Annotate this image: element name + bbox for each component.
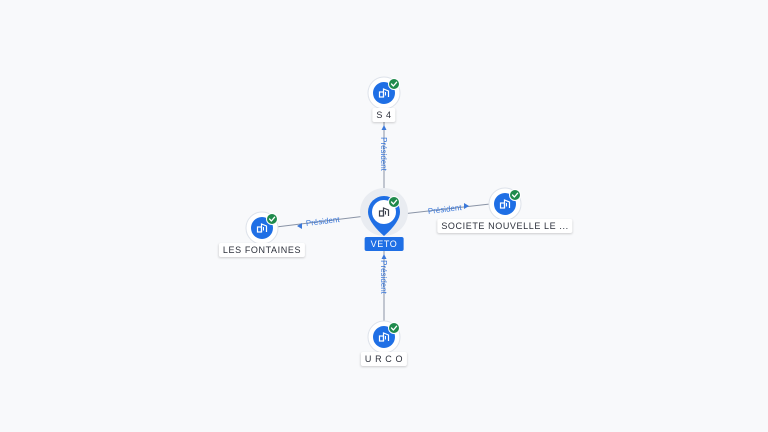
node-label-center: VETO [364, 237, 404, 251]
verified-check-icon [508, 188, 522, 202]
node-s4[interactable] [367, 76, 401, 110]
edge-les-fontaines [275, 215, 367, 228]
node-urco[interactable] [367, 320, 401, 354]
verified-check-icon [387, 195, 401, 209]
arrow-les-fontaines [297, 223, 302, 229]
node-societe-nouvelle[interactable] [488, 187, 522, 221]
edge-label-s4: Président [379, 137, 388, 172]
edge-label-urco: Président [379, 260, 388, 295]
edge-label-societe-nouvelle: Président [427, 203, 462, 216]
node-label-les-fontaines: LES FONTAINES [218, 243, 306, 257]
edge-societe-nouvelle [401, 203, 491, 215]
arrow-s4 [381, 125, 387, 130]
verified-check-icon [265, 212, 279, 226]
node-label-urco: U R C O [360, 352, 408, 366]
arrow-societe-nouvelle [464, 203, 469, 209]
node-label-s4: S 4 [372, 108, 396, 122]
node-les-fontaines[interactable] [245, 211, 279, 245]
verified-check-icon [387, 321, 401, 335]
arrow-urco [381, 254, 387, 259]
node-label-societe-nouvelle: SOCIETE NOUVELLE LE ... [437, 219, 573, 233]
node-center-veto[interactable] [360, 188, 408, 236]
edge-label-les-fontaines: Président [305, 215, 340, 228]
verified-check-icon [387, 77, 401, 91]
